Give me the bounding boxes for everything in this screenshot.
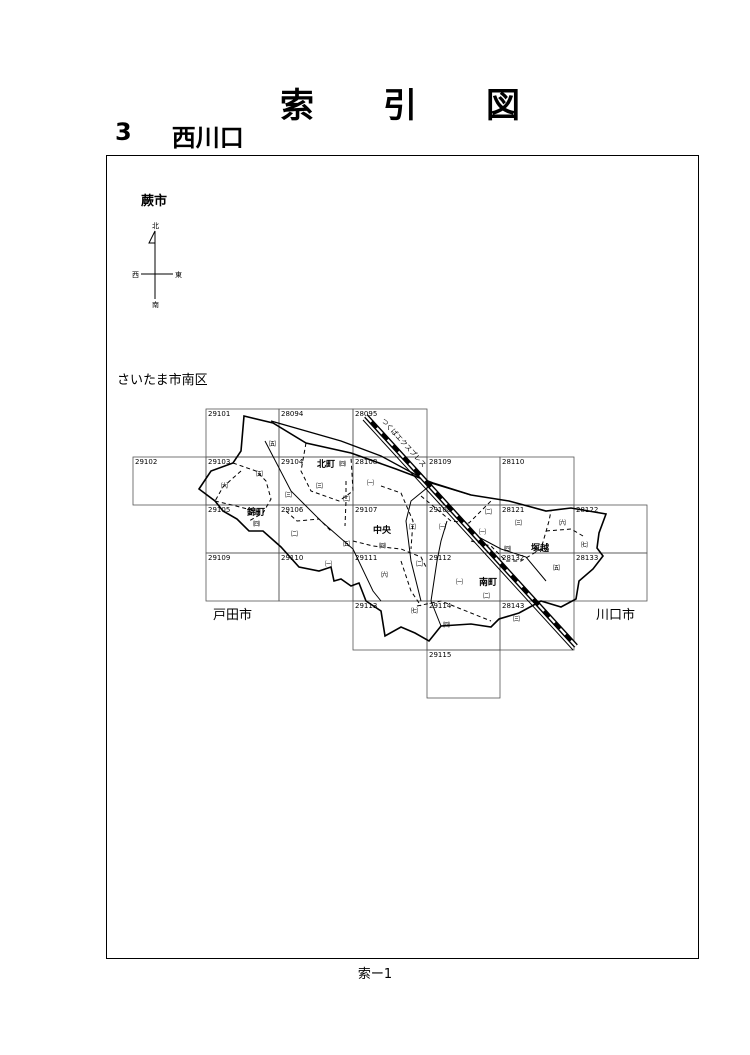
section-title: 3 西川口 [115,118,244,153]
chome-marker: ㈣ [379,541,386,550]
sheet-number: 28133 [576,554,598,562]
compass-icon [141,230,173,299]
southwest-city-label: さいたま市南区 [117,372,208,388]
chome-marker: ㈢ [285,490,292,499]
chome-marker: ㈠ [456,577,463,586]
district-kitamachi: 北町 [317,458,335,470]
page-footer: 索ー1 [357,967,393,982]
sheet-cell[interactable] [426,649,501,699]
area-boundary [197,415,608,643]
sheet-number: 29111 [355,554,377,562]
chome-marker: ㈥ [381,570,388,579]
chome-marker: ㈠ [479,527,486,536]
chome-marker: ㈣ [443,620,450,629]
chome-marker: ㈦ [581,540,588,549]
chome-marker: ㈢ [515,518,522,527]
sheet-number: 28132 [502,554,524,562]
compass-west-label: 西 [132,271,139,279]
chome-marker: ㈠ [367,478,374,487]
sheet-number: 28108 [355,458,377,466]
chome-marker: ㈡ [483,591,490,600]
map-frame: 蕨市 北 西 東 南 さいたま市南区 291 [106,155,699,959]
chome-marker: ㈣ [504,544,511,553]
sheet-number: 29108 [429,506,451,514]
sheet-number: 28095 [355,410,377,418]
chome-marker: ㈥ [559,518,566,527]
chome-marker: ㈣ [253,519,260,528]
sheet-number: 29104 [281,458,304,466]
sheet-grid [132,408,648,699]
chome-marker: ㈠ [439,522,446,531]
chome-marker: ㈢ [409,522,416,531]
sheet-number: 29115 [429,651,451,659]
sheet-cell[interactable] [573,552,648,602]
sheet-number: 29110 [281,554,303,562]
sheet-number: 29105 [208,506,230,514]
title-char-1: 索 [280,86,314,126]
chome-marker: ㈤ [553,563,560,572]
sheet-number: 29103 [208,458,230,466]
title-char-3: 図 [486,86,520,126]
chome-marker: ㈤ [269,439,276,448]
sheet-number: 29112 [429,554,451,562]
sheet-number: 29107 [355,506,377,514]
district-chuo: 中央 [373,524,392,536]
sheet-number: 28094 [281,410,304,418]
chome-marker: ㈢ [513,614,520,623]
chome-marker: ㈤ [343,539,350,548]
sheet-number: 29102 [135,458,157,466]
chome-marker: ㈡ [291,529,298,538]
east-city-label: 川口市 [596,607,635,623]
sheet-number: 28110 [502,458,524,466]
chome-marker: ㈤ [256,469,263,478]
sheet-number: 28143 [502,602,524,610]
chome-marker: ㈦ [411,606,418,615]
chome-marker: ㈡ [485,507,492,516]
chome-marker: ㈡ [343,494,350,503]
sheet-number: 29101 [208,410,230,418]
sheet-number: 29109 [208,554,230,562]
chome-marker: ㈢ [316,481,323,490]
north-city-label: 蕨市 [141,193,167,209]
index-map: 蕨市 北 西 東 南 さいたま市南区 291 [117,193,648,699]
railway-line [362,414,578,651]
title-char-2: 引 [383,86,417,126]
section-number: 3 [115,118,132,146]
chome-marker: ㈥ [221,481,228,490]
northern-line [270,420,472,496]
section-name: 西川口 [171,124,244,152]
compass-east-label: 東 [175,270,182,279]
compass-south-label: 南 [152,300,159,309]
sheet-number: 28121 [502,506,524,514]
district-minamicho: 南町 [479,576,497,588]
sheet-number: 28109 [429,458,451,466]
sheet-number: 29114 [429,602,452,610]
west-city-label: 戸田市 [213,607,252,623]
chome-boundaries [214,442,584,622]
compass-north-label: 北 [152,222,159,230]
chome-marker: ㈠ [325,559,332,568]
district-tsukagoshi: 塚越 [531,542,550,554]
sheet-number: 29106 [281,506,304,514]
district-nishikicho: 錦町 [246,506,265,518]
sheet-number: 29113 [355,602,377,610]
chome-marker: ㈡ [416,559,423,568]
chome-marker: ㈣ [339,459,346,468]
page-title: 索 引 図 [280,78,520,127]
town-boundaries [264,440,547,627]
